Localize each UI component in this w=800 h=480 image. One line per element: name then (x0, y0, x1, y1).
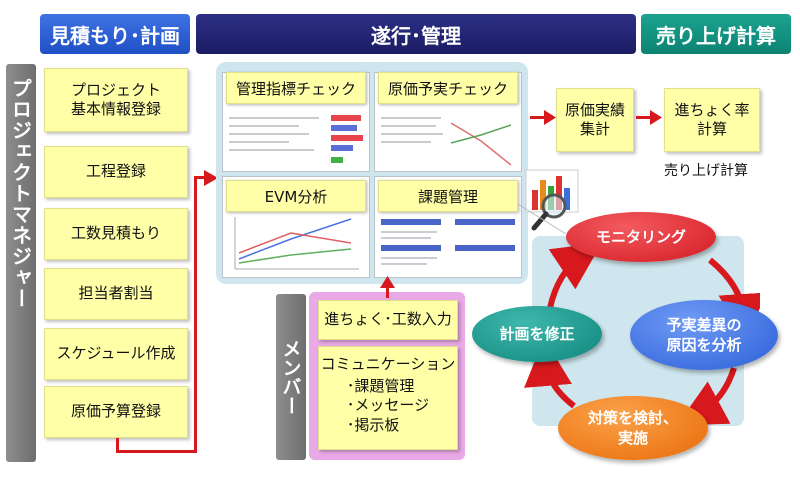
pm-step-assign: 担当者割当 (44, 268, 188, 320)
communication-title: コミュニケーション (320, 355, 456, 373)
sales-caption: 売り上げ計算 (664, 163, 748, 179)
cycle-revise-plan: 計画を修正 (472, 306, 602, 362)
kpi-check-label: 管理指標チェック (226, 72, 366, 104)
arrow-head (204, 170, 218, 186)
pm-step-basic-info: プロジェクト 基本情報登録 (44, 68, 188, 132)
connector-line (636, 116, 652, 119)
role-project-manager: プロジェクトマネジャー (6, 64, 36, 462)
arrow-head (544, 110, 556, 125)
progress-input-box: 進ちょく･工数入力 (318, 300, 458, 340)
cost-aggregate-box: 原価実績 集計 (556, 88, 634, 152)
header-execution: 遂行･管理 (196, 14, 636, 54)
communication-box: コミュニケーション ･課題管理 ･メッセージ ･掲示板 (318, 346, 458, 450)
connector-line (194, 176, 197, 453)
issues-label: 課題管理 (378, 180, 518, 212)
role-member: メンバー (276, 294, 306, 460)
connector-line (386, 286, 389, 298)
communication-item-issues: ･課題管理 (346, 376, 415, 395)
connector-line (530, 116, 546, 119)
communication-item-messages: ･メッセージ (346, 396, 430, 414)
zoom-lines (518, 203, 567, 235)
cycle-countermeasure: 対策を検討、 実施 (558, 396, 708, 460)
execution-panel: 管理指標チェック 原価予実チェック EVM分析 課題管理 (216, 62, 528, 284)
header-sales: 売り上げ計算 (641, 14, 791, 54)
pm-step-process: 工程登録 (44, 146, 188, 198)
header-estimate-plan: 見積もり･計画 (40, 14, 190, 54)
pm-step-cost-budget: 原価予算登録 (44, 386, 188, 438)
connector-line (194, 176, 206, 179)
connector-line (116, 438, 119, 452)
pm-step-effort-estimate: 工数見積もり (44, 208, 188, 260)
cycle-monitoring: モニタリング (566, 212, 716, 262)
arrow-head (650, 110, 662, 125)
pm-step-schedule: スケジュール作成 (44, 328, 188, 380)
progress-rate-box: 進ちょく率 計算 (664, 88, 760, 152)
cost-check-label: 原価予実チェック (378, 72, 518, 104)
communication-item-board: ･掲示板 (346, 415, 400, 434)
evm-label: EVM分析 (226, 180, 366, 212)
arrow-head (380, 276, 395, 288)
cycle-variance-analysis: 予実差異の 原因を分析 (630, 300, 778, 370)
chart-magnifier-icon (520, 168, 590, 238)
connector-line (116, 450, 196, 453)
